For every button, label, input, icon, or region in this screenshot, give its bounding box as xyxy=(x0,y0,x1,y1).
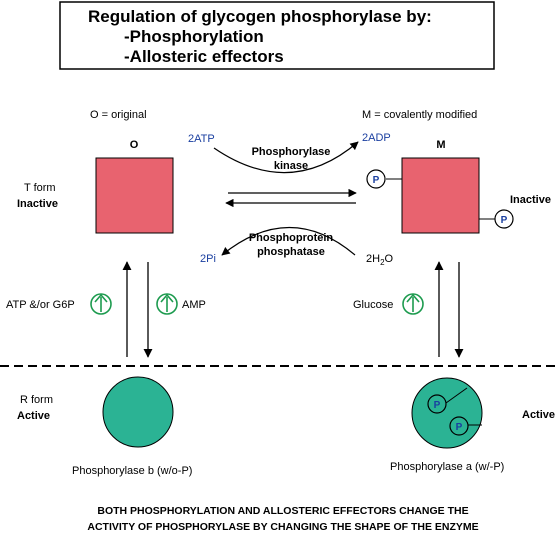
phosphatase-label-line-2: phosphatase xyxy=(257,246,325,258)
footer-line-1: BOTH PHOSPHORYLATION AND ALLOSTERIC EFFE… xyxy=(97,505,468,517)
kinase-label-line-1: Phosphorylase xyxy=(252,146,331,158)
title-line-2: -Phosphorylation xyxy=(124,27,264,46)
adp-label: 2ADP xyxy=(362,132,391,144)
phosphate-bond xyxy=(445,387,468,404)
up-arrow-in-circle-icon xyxy=(156,293,178,315)
phosphate-icon: P xyxy=(427,394,447,414)
header-original: O xyxy=(130,139,139,151)
right-active-label: Active xyxy=(522,409,555,421)
r-form-active-label: Active xyxy=(17,410,50,422)
right-inactive-label: Inactive xyxy=(510,194,551,206)
svg-text:P: P xyxy=(373,175,380,186)
footer-line-2: ACTIVITY OF PHOSPHORYLASE BY CHANGING TH… xyxy=(87,521,478,533)
legend-original: O = original xyxy=(90,109,147,121)
water-label: 2H2O xyxy=(366,253,394,267)
t-form-square-modified xyxy=(401,157,480,234)
amp-label: AMP xyxy=(182,299,206,311)
svg-text:P: P xyxy=(501,215,508,226)
phosphate-icon: P xyxy=(366,169,386,189)
kinase-curve-arrow xyxy=(213,141,359,174)
phosphatase-curve-arrow xyxy=(221,227,356,256)
r-form-label: R form xyxy=(20,394,53,406)
svg-text:P: P xyxy=(456,422,463,433)
r-form-circle-modified xyxy=(411,377,483,449)
kinase-label-line-2: kinase xyxy=(274,160,308,172)
title-box xyxy=(59,1,495,70)
phosphorylase-b-label: Phosphorylase b (w/o-P) xyxy=(72,465,192,477)
header-modified: M xyxy=(436,139,445,151)
glucose-label: Glucose xyxy=(353,299,393,311)
r-form-circle-original xyxy=(102,376,174,448)
up-arrow-in-circle-icon xyxy=(90,293,112,315)
legend-modified: M = covalently modified xyxy=(362,109,477,121)
t-form-inactive-label: Inactive xyxy=(17,198,58,210)
phosphate-icon: P xyxy=(494,209,514,229)
svg-text:P: P xyxy=(434,400,441,411)
title-line-3: -Allosteric effectors xyxy=(124,47,284,66)
phosphate-icon: P xyxy=(449,416,469,436)
atp-g6p-label: ATP &/or G6P xyxy=(6,299,75,311)
pi-label: 2Pi xyxy=(200,253,216,265)
t-form-square-original xyxy=(95,157,174,234)
title-line-1: Regulation of glycogen phosphorylase by: xyxy=(88,7,432,26)
phosphatase-label-line-1: Phosphoprotein xyxy=(249,232,334,244)
atp-label: 2ATP xyxy=(188,133,215,145)
up-arrow-in-circle-icon xyxy=(402,293,424,315)
t-form-label: T form xyxy=(24,182,56,194)
phosphorylase-a-label: Phosphorylase a (w/-P) xyxy=(390,461,504,473)
